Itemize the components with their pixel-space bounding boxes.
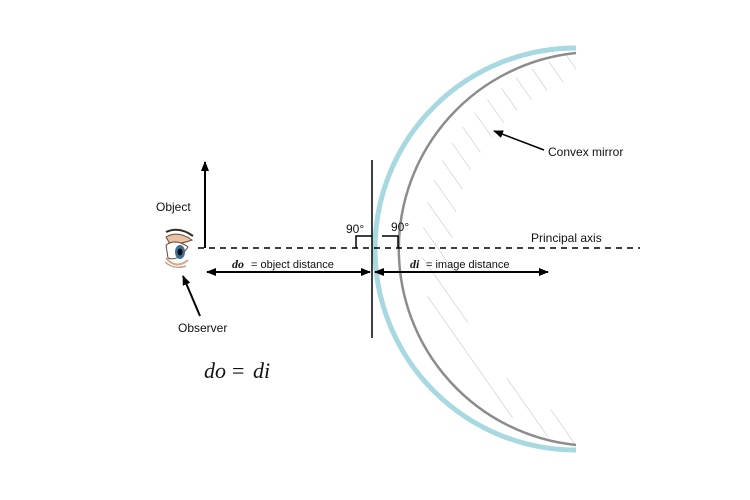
observer-pointer-arrow bbox=[182, 275, 201, 317]
object-label: Object bbox=[156, 200, 191, 214]
eye-icon bbox=[164, 228, 194, 269]
right-angle-marker-left bbox=[355, 235, 372, 248]
mirror-outer-surface bbox=[372, 45, 577, 453]
equation: do = di bbox=[204, 358, 270, 383]
angle-label-left: 90° bbox=[346, 222, 364, 236]
mirror-pointer-arrow bbox=[493, 130, 545, 151]
object-distance-label: = object distance bbox=[251, 259, 334, 271]
convex-mirror-label: Convex mirror bbox=[548, 145, 623, 159]
image-distance-symbol: di bbox=[410, 257, 420, 271]
right-angle-marker-right bbox=[382, 235, 399, 248]
object-distance-symbol: do bbox=[232, 257, 244, 271]
observer-label: Observer bbox=[178, 321, 227, 335]
mirror-hatching bbox=[421, 52, 576, 446]
image-distance-label: = image distance bbox=[426, 259, 509, 271]
mirror-inner-surface bbox=[397, 51, 577, 447]
convex-mirror bbox=[372, 45, 577, 453]
angle-label-right: 90° bbox=[391, 220, 409, 234]
principal-axis-label: Principal axis bbox=[531, 231, 602, 245]
equation-operator: = bbox=[232, 358, 244, 383]
equation-left: do bbox=[204, 358, 226, 383]
equation-right: di bbox=[253, 358, 270, 383]
